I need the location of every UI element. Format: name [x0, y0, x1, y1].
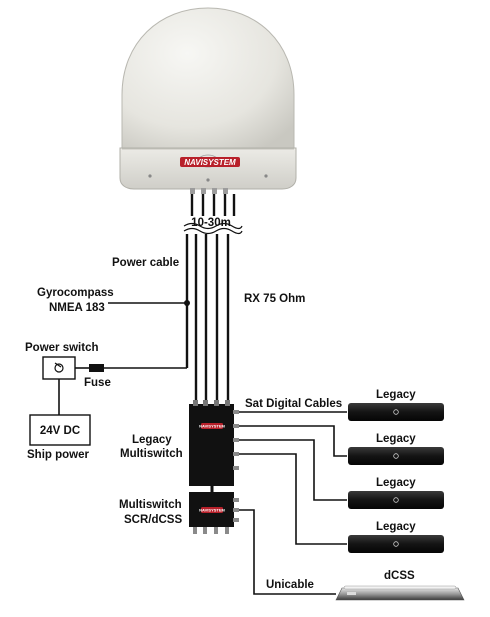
fuse-icon: [89, 364, 104, 372]
multiswitch-logo-text: NAVISYSTEM: [199, 508, 225, 513]
scr-multiswitch-label-2: SCR/dCSS: [124, 514, 182, 526]
receiver-label-3: Legacy: [376, 477, 416, 489]
power-switch: [42, 356, 76, 380]
multiswitch-logo-text: NAVISYSTEM: [199, 424, 225, 429]
multiswitch-port: [225, 400, 230, 406]
receiver-3: [348, 491, 444, 509]
logo-brand-text: NAVISYSTEM: [184, 158, 236, 167]
dcss-receiver: [335, 585, 465, 601]
set-top-box: [348, 535, 444, 553]
dome-base: [119, 147, 297, 190]
navisystem-logo: NAVISYSTEM: [180, 154, 240, 168]
bottom-port: [203, 527, 207, 534]
connector: [201, 188, 206, 194]
legacy-multiswitch-label-2: Multiswitch: [120, 448, 183, 460]
receiver-label-4: Legacy: [376, 521, 416, 533]
nmea-label: NMEA 183: [49, 302, 105, 314]
output-port: [233, 508, 239, 512]
satellite-dome-antenna: NAVISYSTEM: [119, 7, 297, 194]
receiver-led: [393, 497, 399, 503]
set-top-box: [348, 491, 444, 509]
dome-bolt: [148, 174, 152, 178]
fuse-label: Fuse: [84, 377, 111, 389]
receiver-4: [348, 535, 444, 553]
output-port: [233, 452, 239, 456]
bottom-port: [225, 527, 229, 534]
dcss-device-badge: [347, 592, 356, 595]
receiver-led: [393, 409, 399, 415]
bottom-port: [193, 527, 197, 534]
output-port: [233, 410, 239, 414]
power-switch-box: [42, 356, 76, 380]
switch-symbol: [54, 362, 62, 368]
receiver-cable-4: [239, 453, 347, 545]
unicable-label: Unicable: [266, 579, 314, 591]
sat-digital-cables: [239, 411, 347, 595]
connector: [190, 188, 195, 194]
dcss-device-top: [343, 585, 457, 590]
receiver-2: [348, 447, 444, 465]
receiver-1: [348, 403, 444, 421]
receiver-cable-2: [239, 425, 347, 457]
receiver-cable-3: [239, 439, 347, 501]
connector: [223, 188, 228, 194]
cable-break-mark: [183, 227, 243, 235]
connector: [212, 188, 217, 194]
output-port: [233, 424, 239, 428]
set-top-box: [348, 403, 444, 421]
multiswitch-port: [214, 400, 219, 406]
dc-supply-label: 24V DC: [40, 425, 80, 437]
dc-supply: [29, 414, 91, 446]
junction-dot: [184, 300, 190, 306]
switch-symbol: [54, 363, 64, 373]
cable-length-label: 10-30m: [191, 217, 231, 229]
set-top-box: [348, 447, 444, 465]
cable-break-mark: [183, 222, 243, 230]
dome-bolt: [206, 178, 210, 182]
ship-power-label: Ship power: [27, 449, 90, 461]
multiswitch-body: [189, 404, 234, 486]
unicable-cable: [239, 509, 336, 595]
multiswitch-port: [193, 400, 198, 406]
dome-connectors: [190, 188, 228, 194]
dome-shell: [121, 7, 295, 151]
output-port: [233, 466, 239, 470]
power-switch-label: Power switch: [25, 342, 99, 354]
scr-multiswitch: NAVISYSTEM: [189, 492, 239, 534]
scr-multiswitch-label: Multiswitch: [119, 499, 182, 511]
logo-banner: [180, 157, 240, 167]
gyrocompass-label: Gyrocompass: [37, 287, 114, 299]
dcss-label: dCSS: [384, 570, 415, 582]
output-port: [233, 518, 239, 522]
output-port: [233, 498, 239, 502]
receiver-led: [393, 453, 399, 459]
bottom-port: [214, 527, 218, 534]
dc-supply-box: [29, 414, 91, 446]
dome-bolt: [264, 174, 268, 178]
multiswitch-logo-badge: [201, 507, 223, 513]
receiver-label-2: Legacy: [376, 433, 416, 445]
receiver-label-1: Legacy: [376, 389, 416, 401]
sat-digital-cables-label: Sat Digital Cables: [245, 398, 342, 410]
output-port: [233, 438, 239, 442]
receiver-led: [393, 541, 399, 547]
power-cable-label: Power cable: [112, 257, 179, 269]
legacy-multiswitch-label: Legacy: [132, 434, 172, 446]
multiswitch-logo-badge: [201, 423, 223, 429]
multiswitch-port: [203, 400, 208, 406]
rx-label: RX 75 Ohm: [244, 293, 305, 305]
dome-cables: [100, 194, 243, 402]
legacy-multiswitch: NAVISYSTEM: [189, 400, 239, 492]
